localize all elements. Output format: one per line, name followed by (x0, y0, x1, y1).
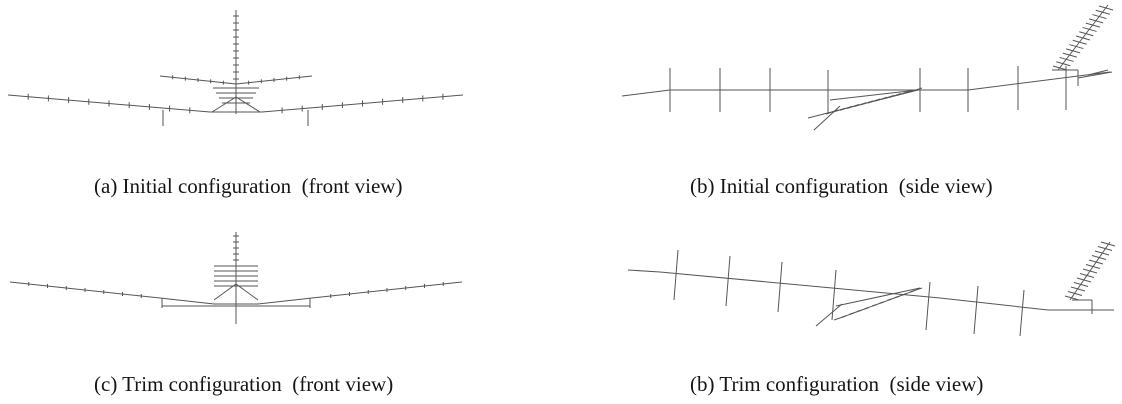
caption-b: (b) Initial configuration (side view) (690, 174, 993, 198)
ladder-rung (1097, 246, 1113, 251)
caption-d: (b) Trim configuration (side view) (690, 372, 984, 396)
trim-front-view-drawing (9, 232, 463, 324)
ladder-rung (1069, 44, 1084, 50)
panel-b-initial-side: (b) Initial configuration (side view) (600, 0, 1122, 198)
ladder-rung (1085, 22, 1100, 28)
ladder-rung (1059, 56, 1074, 62)
ladder-rung (1098, 5, 1114, 11)
panel-c-trim-front: (c) Trim configuration (front view) (0, 224, 480, 396)
ladder-rung (909, 87, 923, 93)
ladder-rung (1052, 65, 1068, 71)
caption-c: (c) Trim configuration (front view) (94, 372, 394, 396)
ladder-rung (1064, 295, 1080, 301)
ladder-rung (1075, 35, 1091, 41)
ladder-rung (1100, 241, 1116, 247)
ladder-rung (1095, 9, 1110, 15)
initial-front-view-drawing (7, 10, 464, 126)
initial-side-view-drawing (621, 4, 1114, 131)
ladder-rung (1082, 26, 1097, 32)
ladder-rung (1089, 18, 1104, 24)
ladder-rung (1082, 268, 1098, 274)
panel-a-initial-front: (a) Initial configuration (front view) (0, 0, 480, 198)
ladder-rung (1073, 282, 1089, 287)
ladder-rung (1070, 286, 1086, 292)
ladder-rung (1072, 39, 1087, 45)
ladder-rung (1094, 250, 1110, 256)
ladder-rung (1079, 273, 1095, 278)
ladder-rung (1085, 264, 1101, 269)
ladder-rung (1076, 277, 1092, 283)
ladder-rung (1066, 48, 1081, 54)
ladder-rung (909, 287, 923, 293)
trim-side-view-drawing (627, 241, 1116, 337)
ladder-rung (1091, 255, 1107, 260)
panel-d-trim-side: (b) Trim configuration (side view) (600, 224, 1122, 396)
ladder-rung (1062, 52, 1077, 58)
caption-a: (a) Initial configuration (front view) (94, 174, 403, 198)
ladder-rung (1079, 31, 1094, 37)
ladder-rung (1056, 61, 1071, 67)
ladder-rung (1067, 291, 1083, 296)
ladder-rung (1088, 259, 1104, 265)
ladder-rung (1092, 14, 1107, 20)
